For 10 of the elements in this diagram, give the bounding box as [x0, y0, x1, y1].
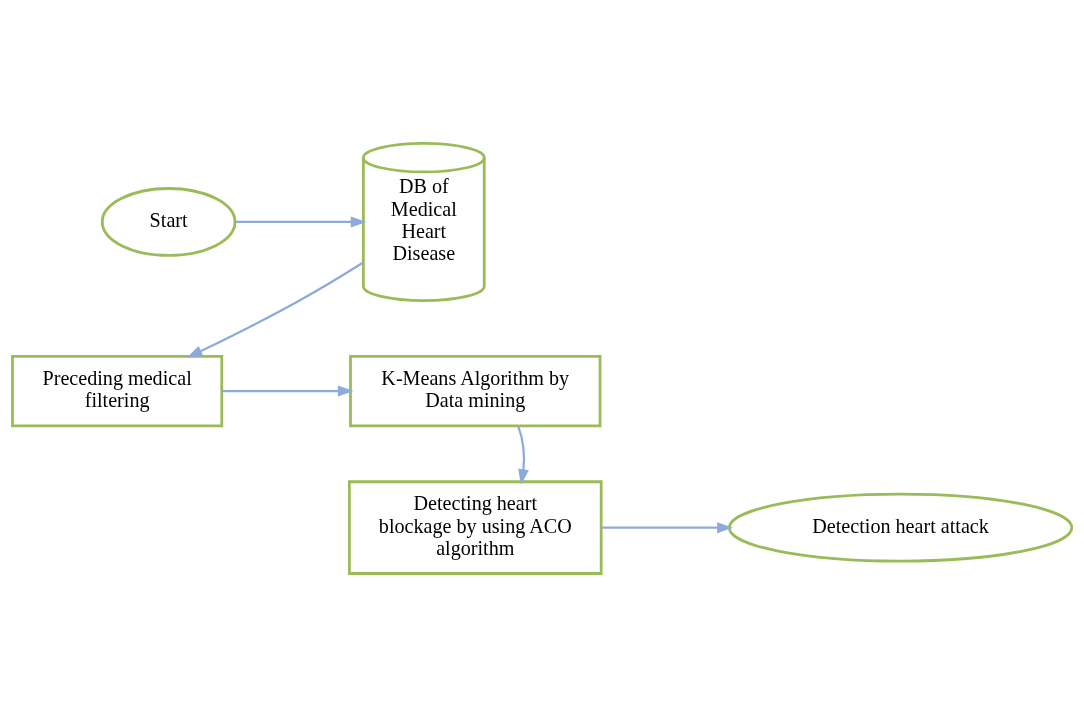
arrow — [517, 425, 529, 485]
node-box: K-Means Algorithm by Data mining — [349, 355, 602, 428]
node-box: Preceding medical filtering — [11, 355, 224, 428]
arrow — [601, 522, 733, 534]
node-box: Detecting heart blockage by using ACO algorithm — [347, 480, 603, 575]
arrow — [186, 261, 364, 358]
node-ellipse: Start — [100, 187, 237, 257]
arrow — [235, 216, 367, 228]
node-ellipse: Detection heart attack — [727, 492, 1074, 563]
arrow — [222, 385, 354, 397]
